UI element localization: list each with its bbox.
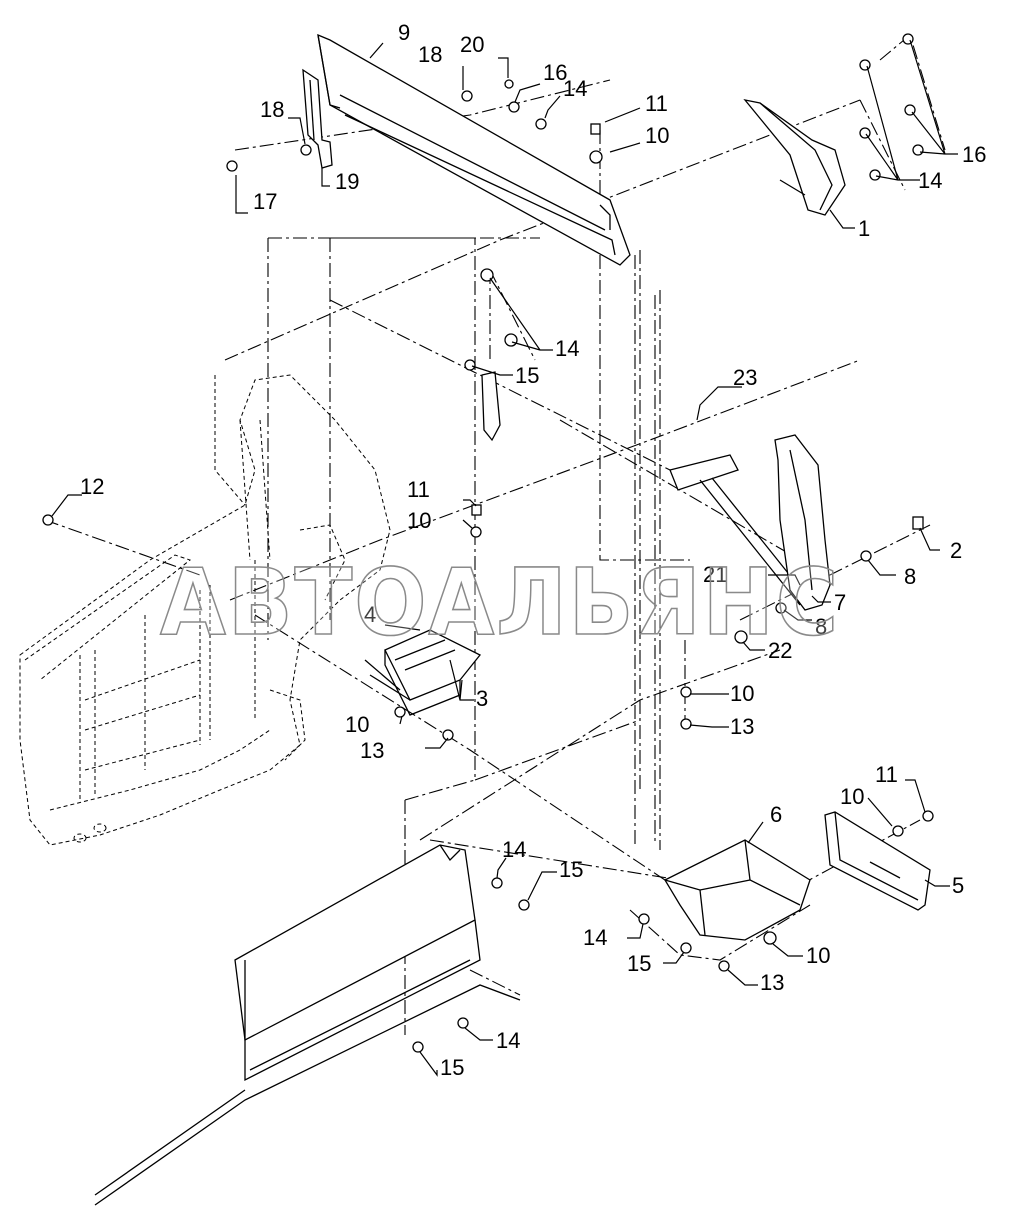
cover-part-1 — [743, 99, 846, 216]
lower-platform — [94, 844, 521, 1206]
nut-16 — [508, 101, 520, 113]
bolt-2 — [912, 516, 924, 530]
callout-8: 8 — [904, 564, 916, 589]
washer-14 — [535, 118, 547, 130]
callout-7: 7 — [834, 590, 846, 615]
callout-11: 11 — [875, 762, 898, 787]
bolt-11-upper — [590, 123, 601, 135]
callout-14: 14 — [583, 925, 607, 950]
callout-17: 17 — [253, 189, 277, 214]
callout-13: 13 — [760, 970, 784, 995]
callout-9: 9 — [398, 20, 410, 45]
callout-10: 10 — [806, 943, 830, 968]
callout-5: 5 — [952, 873, 964, 898]
callout-19: 19 — [335, 169, 359, 194]
bracket-part-6 — [664, 839, 811, 941]
fasteners — [42, 33, 934, 1053]
callout-10: 10 — [645, 123, 669, 148]
callout-21: 21 — [703, 562, 727, 587]
callout-14: 14 — [555, 336, 579, 361]
callout-18: 18 — [260, 97, 284, 122]
top-panel-part-9 — [317, 33, 631, 266]
washer-10-upper — [589, 150, 603, 164]
callout-12: 12 — [80, 474, 104, 499]
callout-18: 18 — [418, 42, 442, 67]
callout-1: 1 — [858, 216, 870, 241]
watermark-text: АВТОАЛЬЯНС — [160, 549, 840, 656]
callout-14: 14 — [502, 837, 526, 862]
nut-20 — [504, 79, 514, 89]
callout-labels: 9 18 20 16 14 18 19 17 11 10 16 14 1 14 … — [80, 20, 986, 1080]
callout-15: 15 — [440, 1055, 464, 1080]
cover-part-5 — [824, 811, 931, 911]
bolt-12 — [42, 514, 54, 526]
side-frame-assembly — [19, 374, 391, 846]
callout-23: 23 — [733, 365, 757, 390]
bracket-part-23 — [481, 371, 501, 442]
nut-22 — [734, 630, 748, 644]
washer-18-upper — [461, 90, 473, 102]
bolt-11-mid — [471, 504, 482, 516]
bracket-part-19 — [302, 68, 333, 169]
callout-10: 10 — [840, 784, 864, 809]
callout-16: 16 — [962, 142, 986, 167]
callout-6: 6 — [770, 802, 782, 827]
callout-10: 10 — [730, 681, 754, 706]
callout-15: 15 — [559, 857, 583, 882]
callout-11: 11 — [645, 91, 668, 116]
callout-2: 2 — [950, 538, 962, 563]
callout-15: 15 — [627, 951, 651, 976]
callout-20: 20 — [460, 32, 484, 57]
callout-13: 13 — [360, 738, 384, 763]
callout-4: 4 — [364, 602, 376, 627]
callout-8: 8 — [815, 614, 827, 639]
callout-11: 11 — [407, 477, 430, 502]
callout-15: 15 — [515, 363, 539, 388]
callout-10: 10 — [407, 508, 431, 533]
callout-3: 3 — [476, 686, 488, 711]
leader-lines — [51, 39, 958, 1077]
callout-13: 13 — [730, 714, 754, 739]
callout-14: 14 — [563, 76, 587, 101]
bolt-17 — [226, 160, 238, 172]
callout-14: 14 — [918, 168, 942, 193]
step-part-4 — [364, 629, 482, 716]
shield-part-7 — [774, 434, 831, 611]
assembly-centerlines — [44, 34, 946, 1035]
callout-14: 14 — [496, 1028, 520, 1053]
callout-16: 16 — [543, 60, 567, 85]
callout-10: 10 — [345, 712, 369, 737]
washer-18-lower — [300, 144, 312, 156]
callout-22: 22 — [768, 638, 792, 663]
